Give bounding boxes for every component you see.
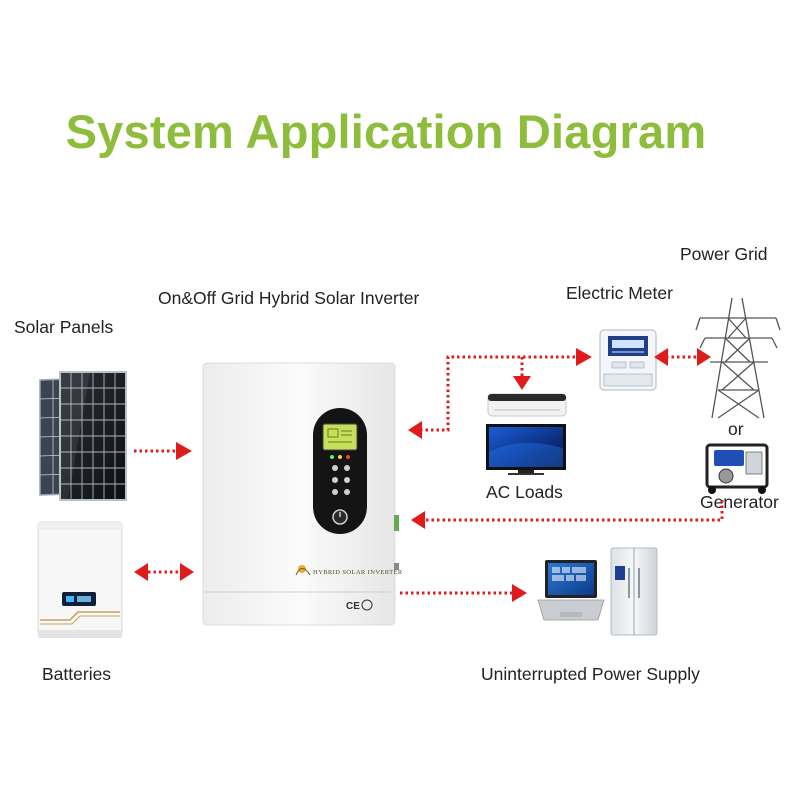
air-conditioner-image — [487, 393, 567, 417]
inverter-label: On&Off Grid Hybrid Solar Inverter — [158, 288, 420, 308]
arrowhead-icon — [180, 563, 194, 581]
status-led-icon — [346, 455, 350, 459]
rohs-badge-icon — [361, 599, 373, 611]
arrowhead-icon — [697, 348, 711, 366]
status-led-icon — [338, 455, 342, 459]
ups-label: Uninterrupted Power Supply — [481, 664, 700, 684]
diagram-title: System Application Diagram — [65, 105, 707, 158]
status-led-icon — [330, 455, 334, 459]
ce-mark: CE — [346, 601, 360, 612]
television-image — [486, 424, 566, 475]
hybrid-inverter-image: HYBRID SOLAR INVERTER CE — [202, 362, 403, 626]
arrowhead-icon — [654, 348, 668, 366]
arrow-heads — [134, 348, 711, 602]
refrigerator-image — [610, 547, 658, 636]
electric-meter-label: Electric Meter — [566, 283, 673, 303]
inverter-logo: HYBRID SOLAR INVERTER — [295, 565, 403, 576]
power-grid-tower-image — [695, 297, 781, 419]
generator-inverter-arrow — [425, 500, 724, 522]
or-label: or — [728, 419, 744, 439]
arrowhead-icon — [408, 421, 422, 439]
generator-label: Generator — [700, 492, 779, 512]
electric-meter-image — [599, 329, 657, 391]
battery-image — [37, 521, 123, 638]
arrowhead-icon — [576, 348, 592, 366]
solar-panels-label: Solar Panels — [14, 317, 114, 337]
arrowhead-icon — [512, 584, 527, 602]
arrowhead-icon — [176, 442, 192, 460]
laptop-image — [537, 560, 605, 621]
grid-inverter-arrow — [420, 355, 576, 432]
svg-text:HYBRID SOLAR INVERTER: HYBRID SOLAR INVERTER — [313, 569, 403, 576]
connection-arrows — [134, 355, 724, 595]
arrowhead-icon — [513, 376, 531, 390]
arrowhead-icon — [134, 563, 148, 581]
power-grid-label: Power Grid — [680, 244, 768, 264]
solar-panels-image — [39, 371, 127, 501]
inverter-terminal — [394, 515, 399, 531]
generator-image — [705, 443, 769, 494]
ac-loads-label: AC Loads — [486, 482, 563, 502]
arrowhead-icon — [411, 511, 425, 529]
batteries-label: Batteries — [42, 664, 112, 684]
